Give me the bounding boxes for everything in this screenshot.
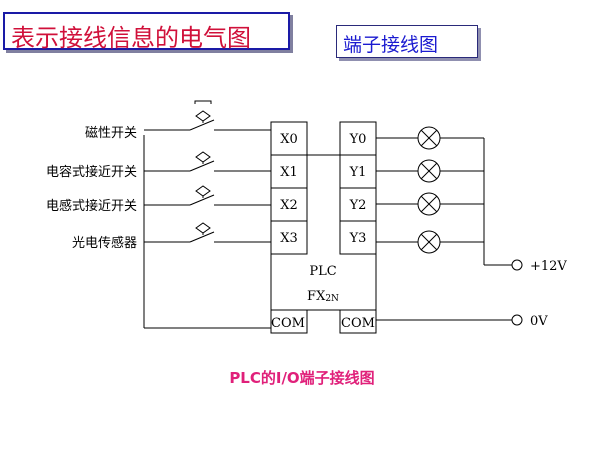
terminal-cell-com-left	[270, 309, 308, 334]
supply-positive-terminal	[511, 259, 523, 271]
terminal-label-y3: Y3	[349, 231, 367, 246]
title-box: 表示接线信息的电气图	[3, 12, 290, 52]
terminal-cell-x3	[270, 220, 308, 255]
terminal-label-x1: X1	[280, 165, 298, 180]
output-lamp-0	[376, 126, 484, 150]
terminal-label-y1: Y1	[349, 165, 367, 180]
output-lamp-3	[376, 230, 484, 254]
subtitle-box: 端子接线图	[336, 25, 478, 58]
input-label-1: 电容式接近开关	[46, 164, 137, 180]
terminal-cell-com-right	[339, 309, 377, 334]
input-label-2: 电感式接近开关	[46, 198, 137, 214]
supply-zero-label: 0V	[530, 314, 548, 329]
input-label-0: 磁性开关	[85, 126, 137, 141]
terminal-label-x0: X0	[280, 132, 298, 147]
input-switch-2	[144, 185, 271, 206]
plc-label: PLC	[309, 264, 336, 279]
input-switch-1	[144, 151, 271, 172]
terminal-label-x2: X2	[280, 198, 298, 213]
figure-caption: PLC的I/O端子接线图	[229, 369, 375, 387]
terminal-label-y0: Y0	[349, 132, 367, 147]
plc-model-sub: 2N	[325, 294, 339, 304]
plc-model-main: FX	[307, 289, 326, 304]
plc-model: FX2N	[307, 289, 339, 304]
output-lamp-1	[376, 159, 484, 183]
supply-positive-label: +12V	[530, 259, 567, 274]
terminal-label-y2: Y2	[349, 198, 367, 213]
input-label-3: 光电传感器	[72, 235, 137, 251]
page-title: 表示接线信息的电气图	[11, 24, 251, 52]
output-lamp-2	[376, 192, 484, 216]
com-label-left: COM	[271, 316, 305, 331]
page-subtitle: 端子接线图	[343, 34, 439, 56]
input-switch-0	[144, 100, 271, 131]
supply-zero-terminal	[511, 314, 523, 326]
com-label-right: COM	[341, 316, 375, 331]
terminal-label-x3: X3	[280, 231, 298, 246]
input-switch-3	[144, 222, 271, 243]
terminal-cell-y3	[339, 220, 377, 255]
